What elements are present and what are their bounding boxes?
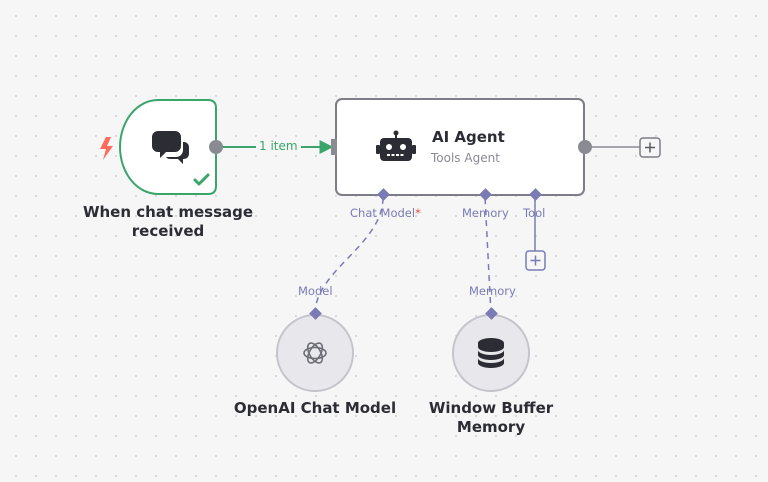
checkmark-icon: [193, 173, 210, 186]
add-next-node-button[interactable]: [639, 137, 661, 158]
ai-agent-subtitle: Tools Agent: [431, 151, 500, 165]
lightning-bolt-icon: [100, 137, 113, 160]
window-buffer-memory-node[interactable]: [452, 314, 530, 392]
openai-chat-model-node[interactable]: [276, 314, 354, 392]
connection-chat-model[interactable]: [314, 196, 384, 315]
add-tool-button[interactable]: [525, 250, 546, 271]
chat-bubbles-icon: [152, 131, 189, 164]
memory-port[interactable]: [479, 188, 492, 201]
model-output-port[interactable]: [309, 307, 322, 320]
memory-port-label: Memory: [462, 206, 509, 220]
database-icon: [478, 338, 504, 368]
connection-item-count: 1 item: [256, 139, 301, 153]
chat-model-port-label: Chat Model*: [350, 206, 421, 220]
agent-output-handle[interactable]: [578, 140, 592, 154]
memory-output-port[interactable]: [485, 307, 498, 320]
chat-trigger-title: When chat message received: [82, 203, 254, 240]
ai-agent-node[interactable]: [335, 98, 585, 196]
memory-input-port-label: Memory: [469, 284, 516, 298]
ai-agent-title: AI Agent: [432, 128, 505, 146]
model-port-label: Model: [298, 284, 333, 298]
openai-chat-model-title: OpenAI Chat Model: [233, 399, 397, 417]
tool-port-label: Tool: [523, 206, 546, 220]
connection-memory[interactable]: [484, 196, 492, 315]
window-buffer-memory-title: Window Buffer Memory: [428, 399, 554, 436]
trigger-output-handle[interactable]: [209, 140, 223, 154]
chat-trigger-node[interactable]: [119, 99, 217, 195]
required-marker: *: [415, 206, 421, 220]
chat-model-port[interactable]: [377, 188, 390, 201]
robot-icon: [376, 130, 416, 161]
agent-input-handle[interactable]: [331, 139, 337, 155]
openai-logo-icon: [303, 342, 327, 364]
